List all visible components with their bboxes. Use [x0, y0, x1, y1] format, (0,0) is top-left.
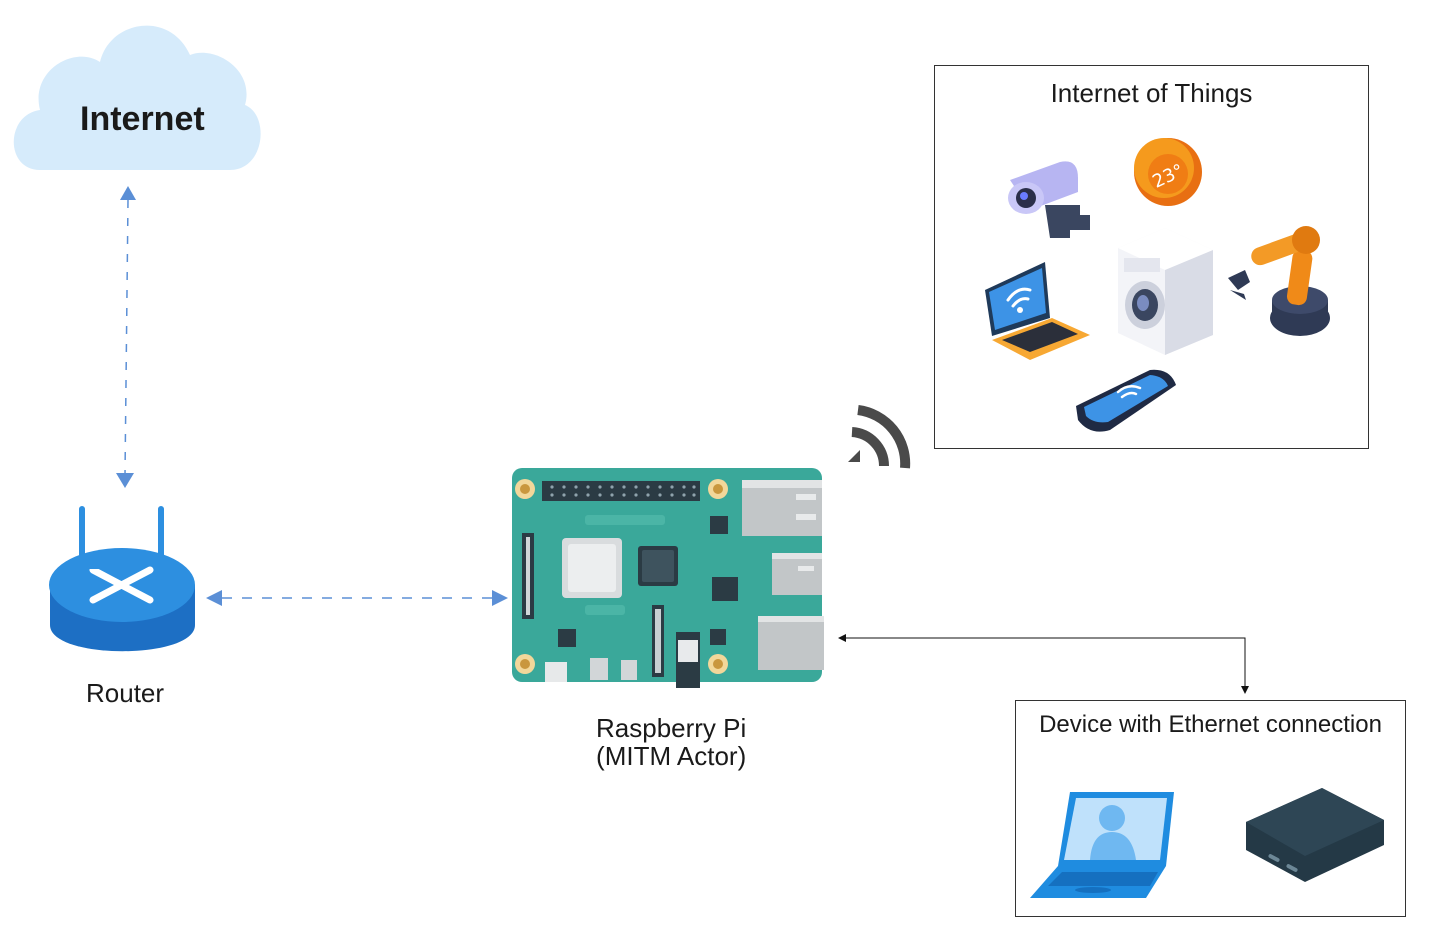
- router-label: Router: [86, 678, 165, 708]
- raspberry-pi-board-icon: [512, 468, 824, 688]
- ethernet-group-box: Device with Ethernet connection: [1015, 700, 1406, 917]
- iot-group-box: Internet of Things: [934, 65, 1369, 449]
- raspberry-pi-label-line2: (MITM Actor): [596, 741, 747, 771]
- router-pi-connector: [206, 590, 508, 606]
- internet-router-connector: [116, 186, 136, 488]
- cloud-icon: [13, 25, 261, 170]
- internet-label: Internet: [80, 100, 205, 138]
- ethernet-group-title: Device with Ethernet connection: [1039, 711, 1382, 738]
- iot-group-title: Internet of Things: [1050, 78, 1253, 108]
- pi-ethernet-connector: [838, 634, 1249, 694]
- raspberry-pi-label: Raspberry Pi (MITM Actor): [596, 714, 746, 770]
- wifi-signal-icon: [848, 405, 911, 469]
- raspberry-pi-label-line1: Raspberry Pi: [596, 713, 747, 743]
- router-icon: [49, 506, 195, 652]
